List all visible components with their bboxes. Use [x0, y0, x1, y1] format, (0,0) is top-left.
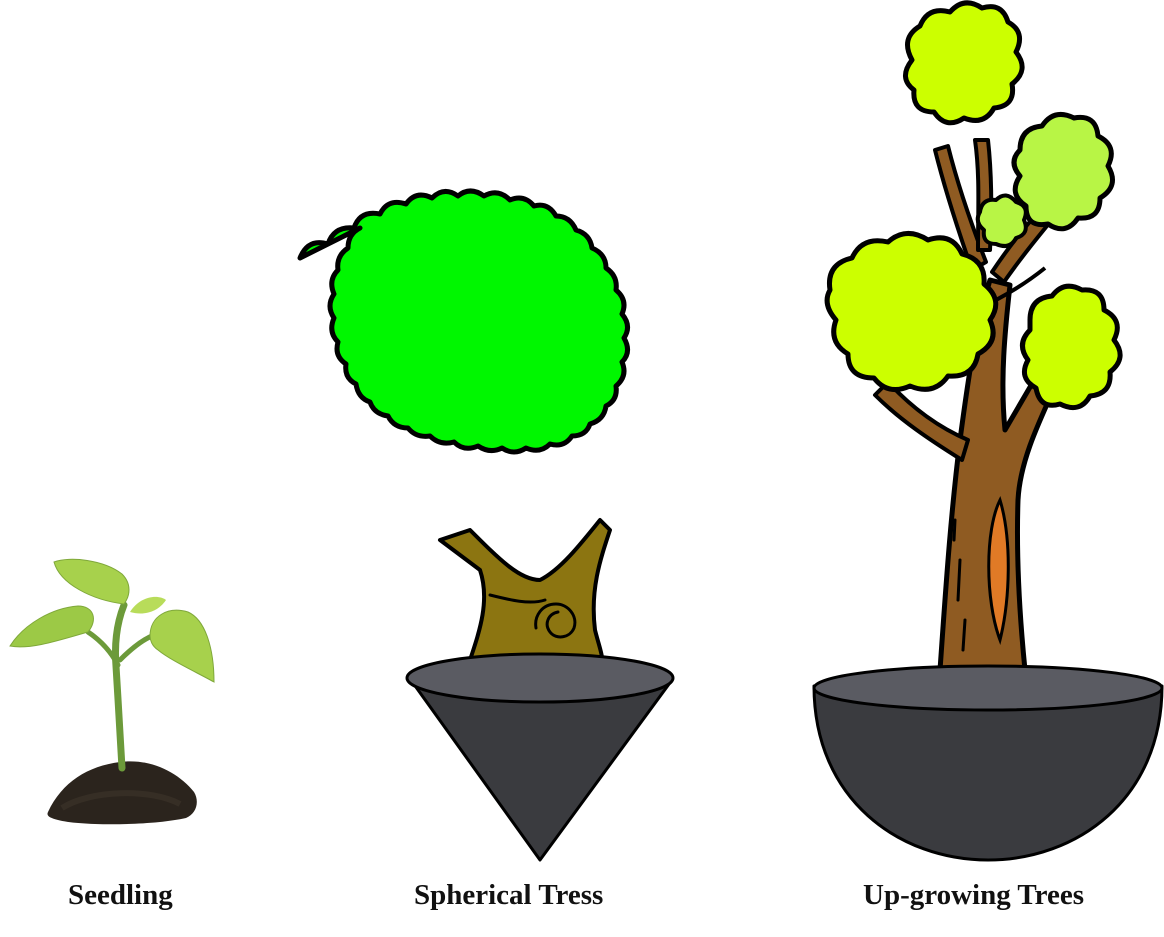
upgrowing-canopy-left	[827, 233, 996, 389]
spherical-tree-illustration	[300, 191, 673, 860]
seedling-illustration	[10, 559, 214, 824]
upgrowing-canopy-right-lower	[1022, 286, 1120, 407]
cone-pot-rim	[407, 654, 673, 702]
cone-pot-body	[408, 676, 672, 860]
seedling-leaf-left	[10, 606, 93, 647]
seedling-leaf-top	[54, 559, 129, 604]
upgrowing-canopy-top	[905, 3, 1022, 123]
upgrowing-tree-illustration	[814, 3, 1162, 860]
spherical-tree-trunk	[440, 520, 610, 665]
caption-seedling: Seedling	[68, 878, 173, 913]
upgrowing-canopy-right-upper	[1014, 114, 1113, 228]
caption-upgrowing-trees: Up-growing Trees	[863, 878, 1084, 913]
seedling-stem	[115, 605, 124, 768]
seedling-leaf-right	[150, 610, 214, 682]
caption-spherical-trees: Spherical Tress	[414, 878, 603, 913]
spherical-tree-canopy	[300, 191, 628, 452]
bowl-pot-rim	[814, 666, 1162, 710]
upgrowing-canopy-small	[978, 195, 1026, 246]
bowl-pot-body	[814, 686, 1162, 860]
